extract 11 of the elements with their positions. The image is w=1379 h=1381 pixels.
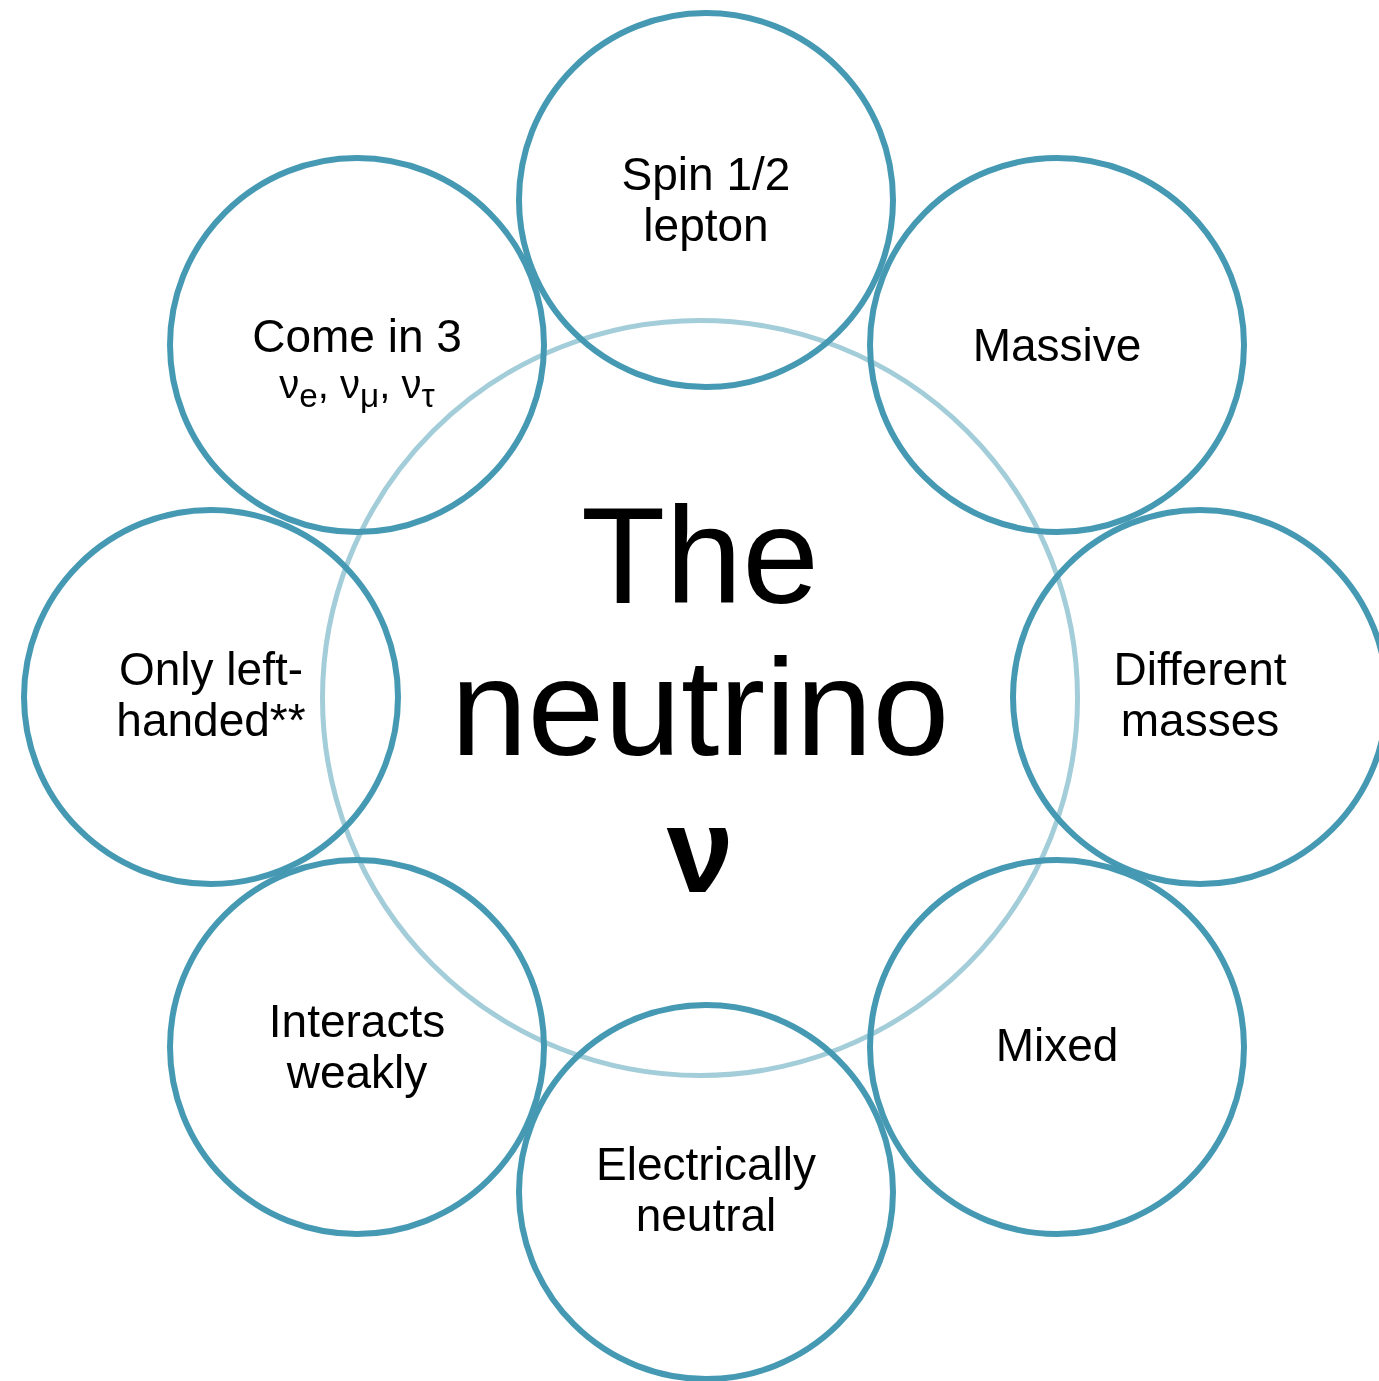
center-title: The neutrino bbox=[449, 480, 951, 784]
property-text: Spin 1/2 lepton bbox=[620, 149, 792, 251]
property-text: Different masses bbox=[1112, 644, 1288, 746]
property-text: Mixed bbox=[995, 1019, 1119, 1071]
property-text: Electrically neutral bbox=[595, 1139, 817, 1241]
property-text: Come in 3 bbox=[252, 311, 462, 362]
property-text: Massive bbox=[972, 319, 1142, 371]
nu-symbol: ν bbox=[666, 783, 734, 916]
flavor-symbols: ν$_{e}$, ν$_{μ}$, ν$_{τ}$ bbox=[279, 361, 435, 415]
property-text: Interacts weakly bbox=[267, 996, 447, 1098]
property-text: Only left-handed** bbox=[115, 644, 307, 746]
